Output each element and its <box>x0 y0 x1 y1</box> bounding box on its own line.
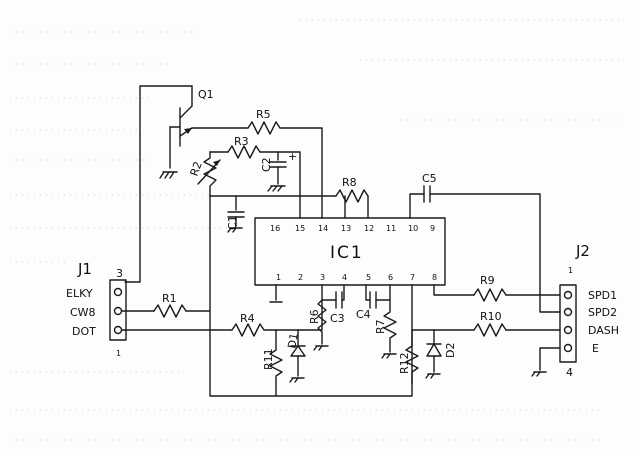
c2-label: C2 <box>260 157 273 172</box>
scan-noise <box>10 19 620 441</box>
r8-label: R8 <box>342 176 357 189</box>
j2-pin-last: 4 <box>566 366 573 379</box>
ic1-pin-5: 5 <box>366 273 371 282</box>
ic1-pin-15: 15 <box>295 224 305 233</box>
ic1-label: IC1 <box>330 243 364 263</box>
resistor-r3: R3 <box>209 135 301 219</box>
r4-label: R4 <box>240 312 255 325</box>
diode-d2: D2 <box>411 329 457 379</box>
capacitor-c2: + C2 <box>260 150 297 192</box>
j1-signal-dot: DOT <box>72 325 96 338</box>
capacitor-c3: C3 <box>321 284 345 325</box>
wire-q1-to-j1 <box>124 85 193 283</box>
j2-signal-e: E <box>592 342 599 355</box>
j2-label: J2 <box>575 242 590 260</box>
resistor-r1: R1 <box>121 292 211 318</box>
j2-signal-spd2: SPD2 <box>588 306 617 319</box>
capacitor-c1: C1 <box>226 195 245 233</box>
resistor-r10: R10 <box>433 310 561 337</box>
wire-left-bus <box>209 195 413 397</box>
c1-label: C1 <box>226 215 239 230</box>
resistor-r2-variable: R2 <box>188 151 221 197</box>
ic1-bottom-pins: 1 2 3 4 5 6 7 8 <box>276 273 437 282</box>
j2-signal-spd1: SPD1 <box>588 289 617 302</box>
j1-signal-elky: ELKY <box>66 287 93 300</box>
r6-label: R6 <box>308 309 321 324</box>
ic1-pin-16: 16 <box>270 224 280 233</box>
c3-label: C3 <box>330 312 345 325</box>
r3-label: R3 <box>234 135 249 148</box>
ic1-pin-11: 11 <box>386 224 396 233</box>
connector-j1: J1 3 1 ELKY CW8 DOT <box>66 260 127 358</box>
resistor-r12: R12 <box>398 329 419 385</box>
r12-label: R12 <box>398 352 411 374</box>
resistor-r5: R5 <box>191 108 323 219</box>
ic1-chip: IC1 16 15 14 13 12 11 10 9 1 2 3 4 5 6 7… <box>254 217 446 286</box>
r1-label: R1 <box>162 292 177 305</box>
ic1-pin-10: 10 <box>408 224 418 233</box>
ic1-pin-7: 7 <box>410 273 415 282</box>
ic1-pin-6: 6 <box>388 273 393 282</box>
r9-label: R9 <box>480 274 495 287</box>
c4-label: C4 <box>356 308 371 321</box>
ic1-pin-9: 9 <box>430 224 435 233</box>
d1-label: D1 <box>285 332 300 349</box>
c2-plus-mark: + <box>288 150 297 163</box>
r11-label: R11 <box>262 348 275 370</box>
j1-pin-last: 1 <box>116 349 121 358</box>
j1-pin-first: 3 <box>116 267 123 280</box>
ic1-pin-14: 14 <box>318 224 328 233</box>
j1-signal-cw8: CW8 <box>70 306 96 319</box>
j1-label: J1 <box>77 260 92 278</box>
diode-d1: D1 <box>285 329 306 383</box>
ic1-pin-1: 1 <box>276 273 281 282</box>
ic1-pin-12: 12 <box>364 224 374 233</box>
resistor-r9: R9 <box>433 274 561 302</box>
r2-label: R2 <box>188 160 205 178</box>
j2-signal-dash: DASH <box>588 324 619 337</box>
d2-label: D2 <box>444 343 457 358</box>
q1-label: Q1 <box>198 88 214 101</box>
r7-label: R7 <box>374 319 387 334</box>
resistor-r6: R6 <box>308 299 329 351</box>
r5-label: R5 <box>256 108 271 121</box>
resistor-r7: R7 <box>374 299 397 359</box>
j2-pin-first: 1 <box>568 266 573 275</box>
capacitor-c5: C5 <box>409 172 561 313</box>
ic1-pin-4: 4 <box>342 273 347 282</box>
ic1-pin-2: 2 <box>298 273 303 282</box>
ic1-pin-8: 8 <box>432 273 437 282</box>
ic1-pin-3: 3 <box>320 273 325 282</box>
r10-label: R10 <box>480 310 502 323</box>
resistor-r11: R11 <box>262 329 283 397</box>
ic1-top-pins: 16 15 14 13 12 11 10 9 <box>270 224 435 233</box>
c5-label: C5 <box>422 172 437 185</box>
connector-j2: J2 1 4 SPD1 SPD2 DASH E <box>531 242 619 379</box>
transistor-q1: Q1 <box>159 85 214 179</box>
ic1-pin-13: 13 <box>341 224 351 233</box>
resistor-r8: R8 <box>209 176 369 219</box>
